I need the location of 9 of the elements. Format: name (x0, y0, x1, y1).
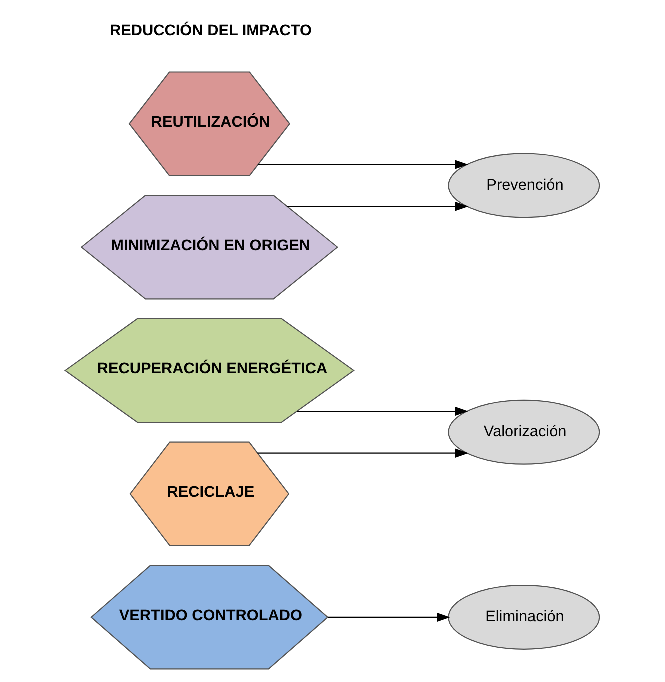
node-ellipse: Valorización (448, 400, 600, 465)
node-ellipse: Eliminación (448, 584, 600, 650)
arrow (328, 612, 450, 622)
arrow (297, 406, 468, 416)
arrow (258, 448, 469, 458)
arrow (287, 202, 469, 212)
arrow (258, 160, 468, 170)
node-ellipse: Prevención (448, 153, 600, 218)
label: REDUCCIÓN DEL IMPACTO (110, 22, 312, 40)
